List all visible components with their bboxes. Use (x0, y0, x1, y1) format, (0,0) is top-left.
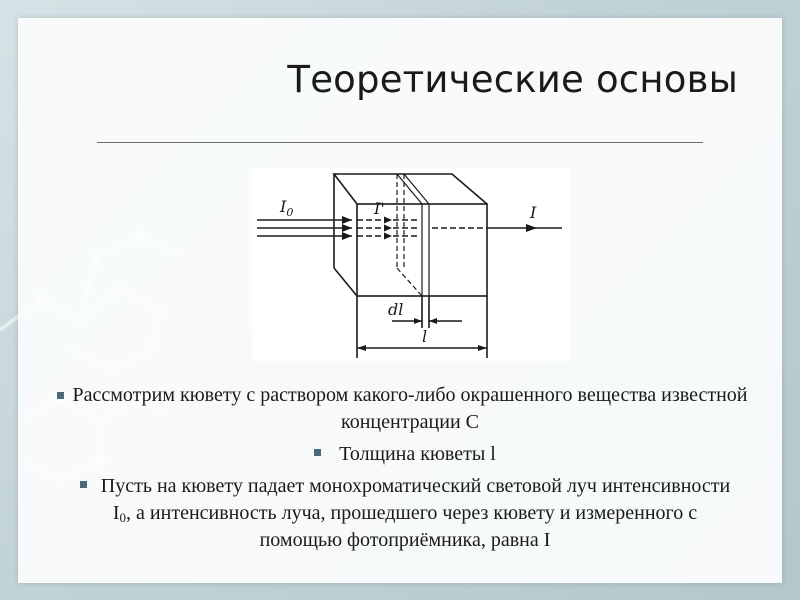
bullet-marker (314, 449, 322, 456)
cuvette-diagram: I0 I' I dl l (252, 168, 570, 361)
bullet-list: Рассмотрим кювету с раствором какого-либ… (57, 382, 750, 559)
bullet-marker (79, 481, 87, 488)
bullet-text: Рассмотрим кювету с раствором какого-либ… (72, 384, 748, 433)
bullet-marker (57, 392, 64, 399)
slide-title: Теоретические основы (287, 58, 738, 101)
label-outgoing-intensity: I (529, 203, 537, 222)
label-cuvette-length: l (422, 327, 427, 346)
cuvette-drawing: I0 I' I dl l (257, 173, 562, 358)
bullet-item-cuvette: Рассмотрим кювету с раствором какого-либ… (57, 382, 750, 436)
bullet-text-after: , а интенсивность луча, прошедшего через… (126, 502, 698, 551)
bullet-text: Толщина кюветы l (339, 443, 496, 465)
title-divider (97, 142, 703, 143)
bullet-subscript: 0 (119, 510, 127, 525)
bullet-text-before: Пусть на кювету падает монохроматический… (100, 475, 731, 524)
label-layer-thickness: dl (388, 300, 403, 319)
bullet-item-thickness: Толщина кюветы l (60, 441, 750, 468)
label-incident-intensity: I0 (279, 197, 293, 219)
label-inner-intensity: I' (373, 199, 385, 218)
bullet-item-intensity: Пусть на кювету падает монохроматический… (60, 473, 750, 554)
